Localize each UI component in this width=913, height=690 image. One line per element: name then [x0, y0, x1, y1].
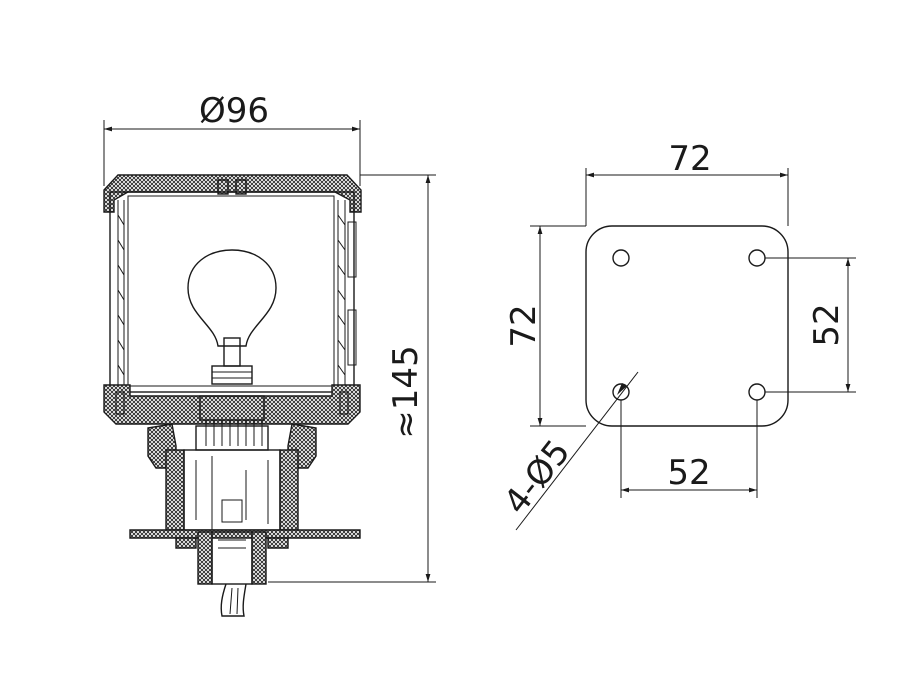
base-ring: [103, 384, 361, 425]
holes-label: 4-Ø5: [496, 432, 578, 521]
hole-spacing-h-label: 52: [667, 453, 710, 493]
terminal-block: [195, 425, 269, 451]
mounting-plate-view: 72 72 52 52 4-Ø5: [496, 139, 856, 531]
hole-bottom-right: [748, 383, 766, 401]
lens-inner: [127, 195, 335, 387]
side-clip-lower: [347, 309, 357, 366]
cap-notch-left: [217, 179, 229, 195]
mounting-plate: [585, 225, 789, 427]
holes-leader-line: [515, 371, 639, 531]
lens-housing: [109, 191, 355, 393]
stem-wall-right: [279, 449, 299, 531]
lens-ribs-right: [337, 214, 346, 376]
diameter-label: Ø96: [199, 91, 269, 131]
gland-right: [251, 531, 267, 585]
side-clip-upper: [347, 221, 357, 278]
gland-left: [197, 531, 213, 585]
stem-wall-left: [165, 449, 185, 531]
lamp-side-view: Ø96 ≈145: [103, 91, 436, 617]
light-bulb: [187, 249, 277, 385]
hole-top-left: [612, 249, 630, 267]
lamp-socket: [199, 395, 265, 421]
hole-top-right: [748, 249, 766, 267]
top-cap: [103, 174, 362, 213]
cable-gland: [211, 531, 253, 585]
hole-spacing-v-label: 52: [807, 303, 847, 346]
cap-notch-right: [235, 179, 247, 195]
plate-height-label: 72: [504, 304, 544, 347]
plate-width-label: 72: [668, 139, 711, 179]
stem-body: [183, 449, 281, 531]
mounting-flange: [129, 529, 361, 539]
lens-ribs-left: [117, 214, 125, 376]
cable: [220, 583, 247, 617]
height-label: ≈145: [386, 345, 426, 438]
